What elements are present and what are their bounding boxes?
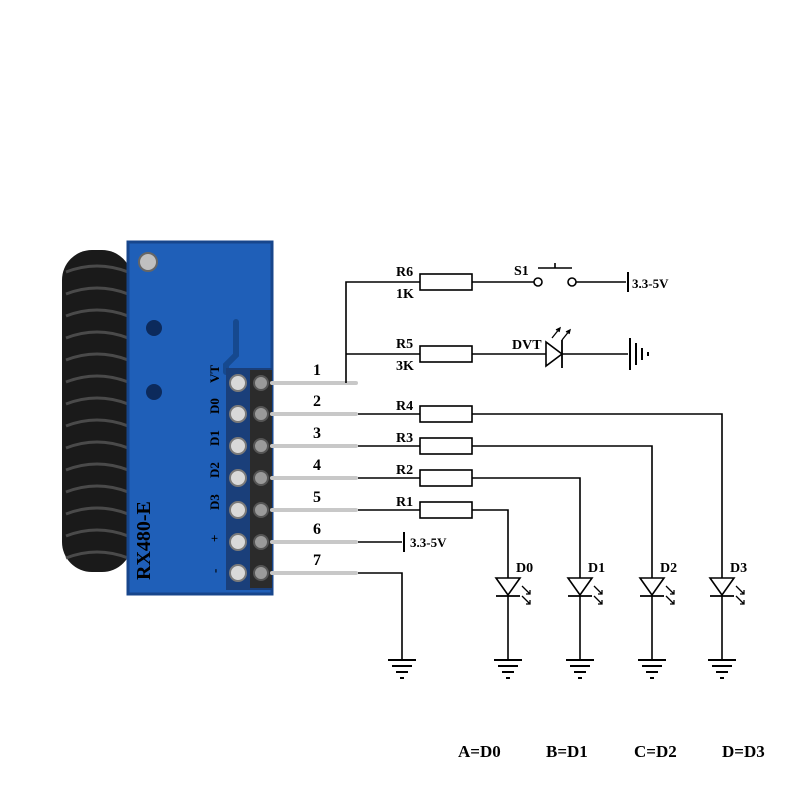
- led-d2: D2: [638, 561, 677, 605]
- output-leds: D0 D1 D2 D3: [494, 561, 747, 605]
- legend-b: B=D1: [546, 742, 588, 761]
- pin-mark-4: D2: [207, 462, 222, 478]
- supply-pin6: 3.3-5V: [403, 532, 447, 552]
- pad-5: [229, 501, 269, 519]
- resistor-r6-value: 1K: [396, 287, 414, 302]
- legend: A=D0 B=D1 C=D2 D=D3: [458, 742, 765, 761]
- supply-pin6-label: 3.3-5V: [410, 535, 447, 550]
- resistor-r5-name: R5: [396, 337, 413, 352]
- module-label: RX480-E: [133, 501, 155, 580]
- supply-top: 3.3-5V: [627, 272, 669, 292]
- pin-mark-7: -: [207, 569, 222, 573]
- ground-d1-icon: [566, 659, 594, 679]
- resistor-r4-name: R4: [396, 399, 413, 414]
- led-d3-label: D3: [730, 561, 747, 576]
- pad-3: [229, 437, 269, 455]
- switch-s1-label: S1: [514, 264, 529, 279]
- resistor-r2: R2: [396, 463, 473, 487]
- pin-mark-3: D1: [207, 430, 222, 446]
- resistor-r4: R4: [396, 399, 473, 423]
- module-pads: [229, 374, 269, 582]
- pin-mark-1: VT: [207, 365, 222, 383]
- led-d0-label: D0: [516, 561, 533, 576]
- pin-number-3: 3: [313, 425, 321, 442]
- antenna-coil: [62, 250, 132, 572]
- dvt-ground-icon: [629, 338, 649, 370]
- pad-1: [229, 374, 269, 392]
- pin-number-2: 2: [313, 393, 321, 410]
- ground-d2-icon: [638, 659, 666, 679]
- dvt-led-label: DVT: [512, 338, 542, 353]
- pad-2: [229, 405, 269, 423]
- pin-mark-6: +: [207, 535, 222, 542]
- pin-mark-5: D3: [207, 494, 222, 510]
- supply-top-label: 3.3-5V: [632, 276, 669, 291]
- legend-d: D=D3: [722, 742, 765, 761]
- pin-number-7: 7: [313, 552, 321, 569]
- wires: [345, 281, 723, 660]
- resistor-r3: R3: [396, 431, 473, 455]
- resistor-r1-name: R1: [396, 495, 413, 510]
- resistor-r6-name: R6: [396, 265, 413, 280]
- resistor-r5: R5 3K: [396, 337, 473, 374]
- led-d2-label: D2: [660, 561, 677, 576]
- pad-4: [229, 469, 269, 487]
- ground-pin7-icon: [388, 659, 416, 679]
- pin-mark-2: D0: [207, 398, 222, 414]
- pin-numbers: 1 2 3 4 5 6 7: [313, 362, 321, 569]
- legend-a: A=D0: [458, 742, 501, 761]
- ground-d0-icon: [494, 659, 522, 679]
- pad-7: [229, 564, 269, 582]
- pin-number-4: 4: [313, 457, 321, 474]
- switch-s1: S1: [514, 263, 577, 287]
- rx480-module: RX480-E: [126, 240, 274, 596]
- resistor-r3-name: R3: [396, 431, 413, 446]
- resistor-r1: R1: [396, 495, 473, 519]
- led-d3: D3: [708, 561, 747, 605]
- led-d1-label: D1: [588, 561, 605, 576]
- ground-d3-icon: [708, 659, 736, 679]
- legend-c: C=D2: [634, 742, 677, 761]
- ground-icons: [388, 659, 736, 679]
- pin-number-1: 1: [313, 362, 321, 379]
- led-d0: D0: [494, 561, 533, 605]
- dvt-led: DVT: [512, 326, 571, 368]
- resistor-r5-value: 3K: [396, 359, 414, 374]
- resistor-r6: R6 1K: [396, 265, 473, 302]
- header-pins: [270, 381, 358, 575]
- pin-number-6: 6: [313, 521, 321, 538]
- led-d1: D1: [566, 561, 605, 605]
- pin-number-5: 5: [313, 489, 321, 506]
- pad-6: [229, 533, 269, 551]
- resistor-r2-name: R2: [396, 463, 413, 478]
